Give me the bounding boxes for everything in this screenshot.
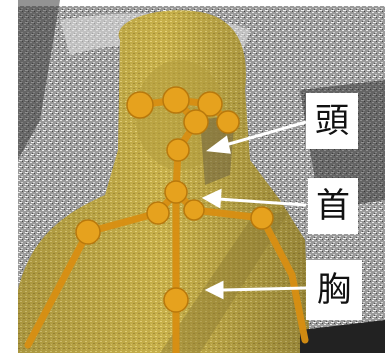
- label-neck: 首: [308, 178, 358, 234]
- joint-shoulder-left-inner: [147, 202, 169, 224]
- joint-face: [184, 110, 208, 134]
- label-chest: 胸: [306, 260, 362, 320]
- joint-shoulder-right-inner: [184, 200, 204, 220]
- joint-head: [167, 139, 189, 161]
- joint-shoulder-right: [251, 207, 273, 229]
- label-head: 頭: [306, 93, 358, 149]
- joint-neck: [165, 181, 187, 203]
- arrow-chest: [222, 288, 306, 290]
- joint-ear: [217, 111, 239, 133]
- joint-chest: [164, 288, 188, 312]
- joint-head-left: [127, 92, 153, 118]
- joint-head-top: [163, 87, 189, 113]
- joint-shoulder-left: [76, 220, 100, 244]
